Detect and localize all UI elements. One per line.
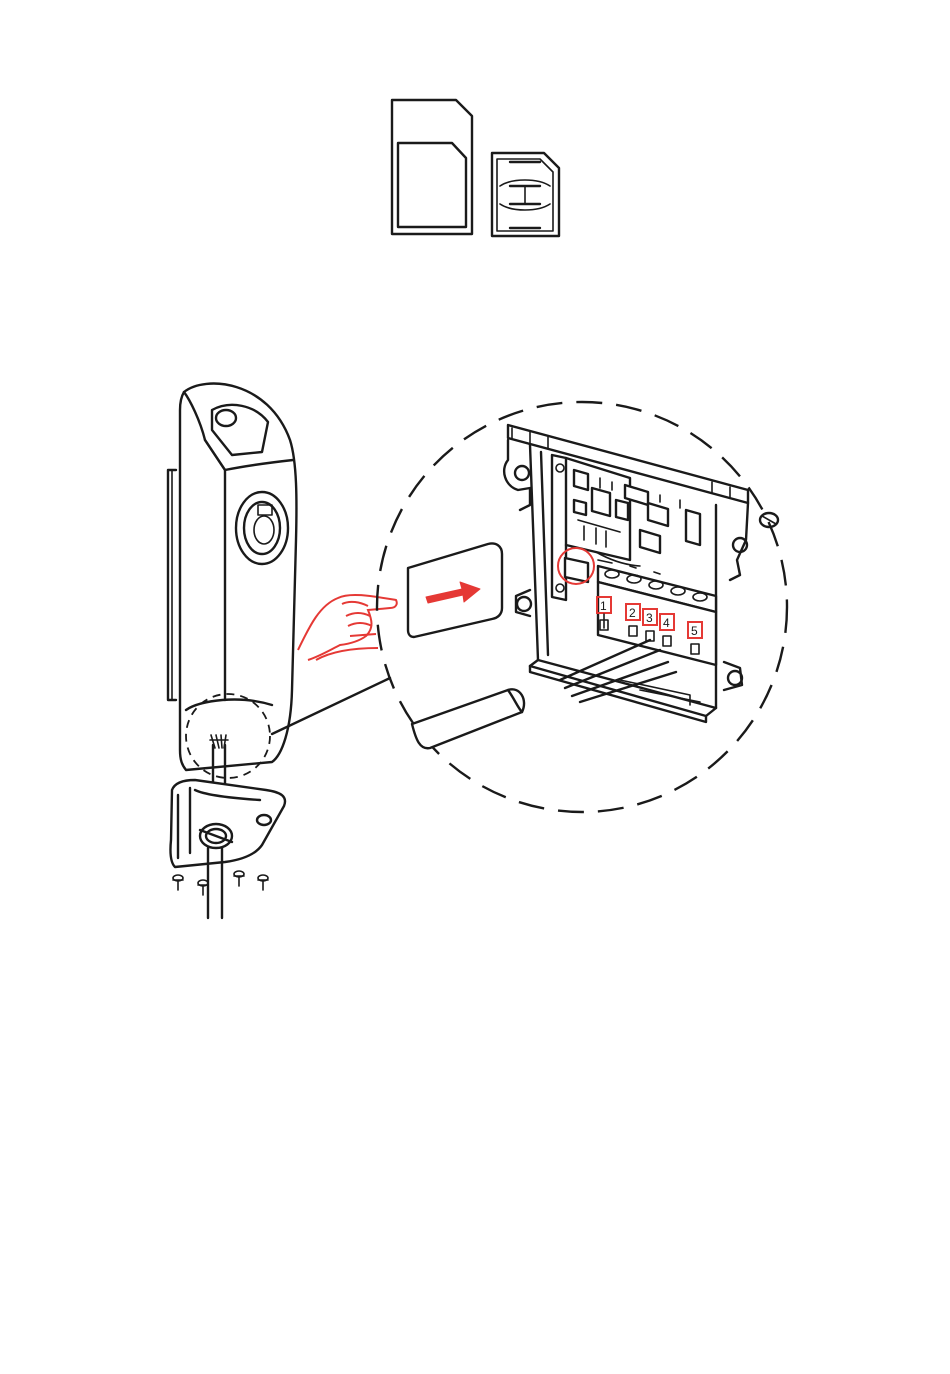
svg-text:4: 4 — [663, 616, 670, 630]
micro-sim-card-icon — [492, 153, 559, 236]
svg-text:3: 3 — [646, 611, 653, 625]
charger-unit — [168, 384, 296, 800]
screws — [173, 871, 268, 895]
bottom-cover — [170, 780, 285, 918]
sim-card-insert — [408, 543, 502, 637]
sim-card-icon — [392, 100, 472, 234]
svg-text:1: 1 — [600, 599, 607, 613]
svg-text:2: 2 — [629, 606, 636, 620]
svg-text:5: 5 — [691, 624, 698, 638]
